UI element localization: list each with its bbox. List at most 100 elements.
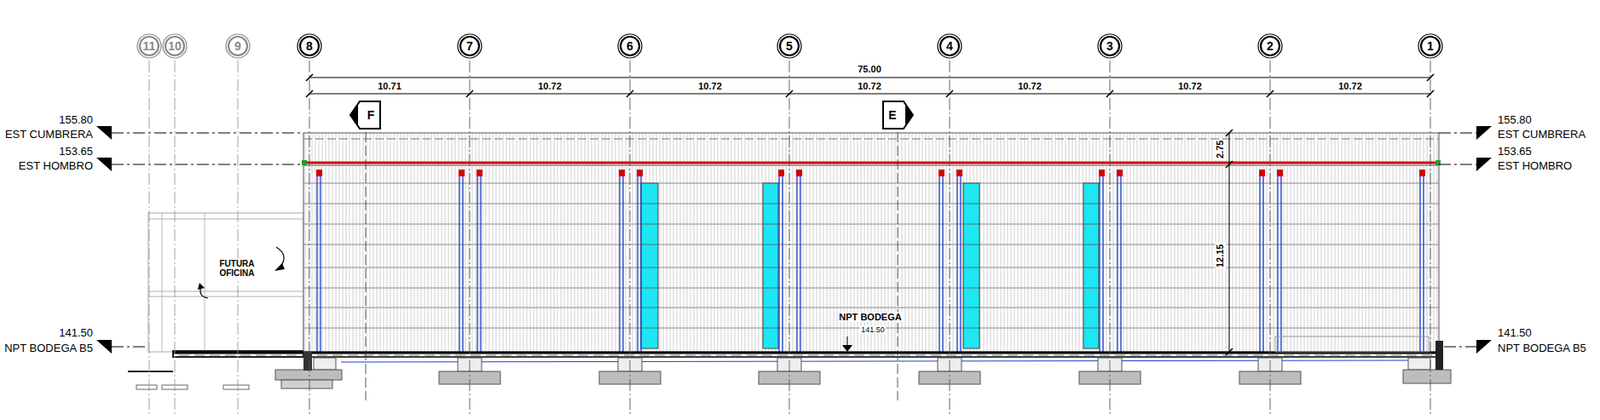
level-line <box>1444 346 1477 348</box>
bay-dimension: 10.72 <box>1016 80 1043 93</box>
column-cap <box>618 169 625 177</box>
floor-level-value: 141.50 <box>860 325 886 335</box>
panel-division <box>1083 203 1099 205</box>
level-line <box>111 132 304 134</box>
bubble-ring <box>225 34 250 58</box>
section-letter: F <box>367 109 376 122</box>
ground-detail <box>136 385 157 390</box>
section-marker: F <box>349 99 382 131</box>
panel-division <box>762 288 779 289</box>
panel-division <box>762 244 779 246</box>
bubble-ring <box>1260 36 1280 56</box>
level-triangle <box>1476 157 1492 172</box>
bay-dimension: 10.72 <box>1177 80 1203 93</box>
bubble-ring <box>620 36 640 56</box>
level-name: EST HOMBRO <box>1496 160 1573 174</box>
level-triangle <box>1476 340 1492 354</box>
glazing-panel <box>1083 183 1099 349</box>
bubble-ring <box>779 36 799 56</box>
grid-number: 6 <box>626 40 634 52</box>
dimension-tick <box>946 90 954 98</box>
warehouse-elevation <box>173 132 1451 389</box>
grid-line <box>789 60 791 416</box>
grid-line <box>1430 60 1432 416</box>
panel-division <box>1083 288 1099 289</box>
grid-number: 11 <box>143 40 156 52</box>
column-line <box>1098 173 1100 353</box>
panel-division <box>963 203 980 205</box>
column-line <box>938 173 940 353</box>
panel-division <box>963 328 980 330</box>
column-line <box>1116 173 1118 353</box>
column-cap <box>458 169 465 177</box>
glazing-panel <box>641 183 659 349</box>
wall-cladding <box>303 165 1439 353</box>
bay-dimension: 10.72 <box>856 80 883 93</box>
column-line <box>640 173 642 353</box>
column-line <box>941 173 943 353</box>
roof-hidden-line <box>303 138 1439 140</box>
bubble-ring <box>460 36 480 56</box>
bay-dimension: 10.72 <box>697 80 723 93</box>
column-cap <box>316 169 323 177</box>
panel-division <box>1083 224 1099 226</box>
column-line <box>1422 173 1424 353</box>
panel-division <box>641 307 659 309</box>
dimension-line <box>309 93 1431 95</box>
grid-line <box>469 60 471 416</box>
panel-division <box>641 203 659 205</box>
column-line <box>1419 173 1421 353</box>
bay-dimension: 10.71 <box>376 80 403 93</box>
office-outline <box>148 213 304 353</box>
section-marker: E <box>881 99 914 131</box>
column-line <box>479 173 481 353</box>
bubble-ring <box>1418 34 1443 58</box>
dimension-tick <box>306 74 313 81</box>
office-post <box>204 213 206 353</box>
grid-bubble: 6 <box>617 33 643 59</box>
grid-bubble: 11 <box>136 33 162 59</box>
floor-slab <box>173 352 1443 355</box>
column-line <box>1276 173 1278 353</box>
column-cap <box>1419 169 1426 177</box>
height-dimension: 2.75 <box>1215 138 1227 159</box>
grid-bubble: 4 <box>936 33 963 59</box>
panel-division <box>963 288 980 289</box>
column-line <box>476 173 478 353</box>
grid-line <box>309 60 311 416</box>
dimension-tick <box>1266 90 1274 98</box>
panel-division <box>762 307 779 309</box>
dimension-tick <box>306 90 313 98</box>
wall-girt <box>303 224 1439 226</box>
grid-line <box>1270 60 1271 416</box>
column-line <box>956 173 958 353</box>
wall-girt <box>303 307 1439 309</box>
grid-number: 10 <box>167 40 182 52</box>
bubble-ring <box>940 36 959 56</box>
bubble-ring <box>162 34 187 58</box>
office-rail <box>148 219 304 220</box>
column-line <box>1102 173 1104 353</box>
footing <box>281 380 333 389</box>
dimension-line <box>1229 132 1231 353</box>
dimension-tick <box>1106 90 1114 98</box>
office-post <box>161 213 163 353</box>
wall-girt <box>303 244 1439 246</box>
bay-dimension: 10.72 <box>537 80 563 93</box>
level-triangle <box>1476 126 1492 140</box>
panel-division <box>641 267 659 269</box>
column-cap <box>796 169 803 177</box>
column-cap <box>956 169 963 177</box>
curved-arrow <box>276 247 284 268</box>
dimension-tick <box>1225 129 1233 137</box>
level-line <box>111 164 304 166</box>
column-line <box>1120 173 1121 353</box>
footing <box>275 369 342 381</box>
grid-line <box>949 60 951 416</box>
marker-point <box>350 104 359 126</box>
bubble-ring <box>1100 36 1120 56</box>
panel-division <box>641 224 659 226</box>
grid-line <box>174 60 176 416</box>
